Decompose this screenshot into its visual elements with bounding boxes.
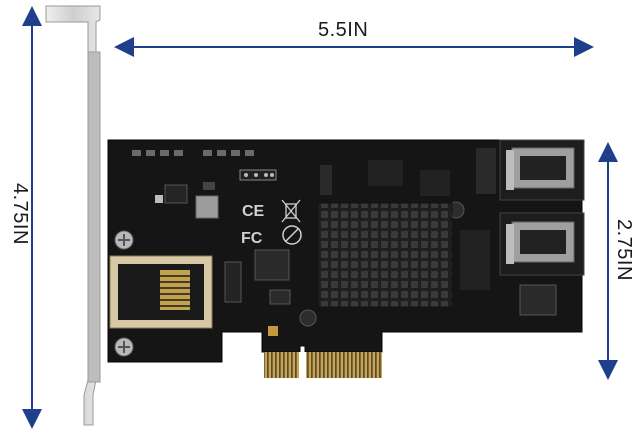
pb-free-mark-icon [282, 225, 302, 245]
weee-bin-mark-icon [281, 199, 301, 223]
width-dimension-label: 5.5IN [318, 19, 369, 41]
height-dimension-label: 4.75IN [9, 183, 31, 245]
pci-bracket [45, 5, 101, 426]
heatsink [317, 202, 453, 308]
dimension-arrows [22, 6, 618, 429]
front-connector [109, 255, 213, 329]
smd-components [155, 148, 557, 336]
sas-connector-bottom [499, 212, 585, 276]
led-row [132, 150, 254, 156]
fcc-mark-icon: FC [241, 230, 263, 247]
connector-span-dimension-label: 2.75IN [613, 219, 635, 281]
ce-mark-icon: CE [242, 203, 265, 220]
certification-marks: CE FC [241, 199, 302, 247]
sas-connector-top [499, 139, 585, 201]
pcie-gold-fingers [264, 352, 382, 378]
